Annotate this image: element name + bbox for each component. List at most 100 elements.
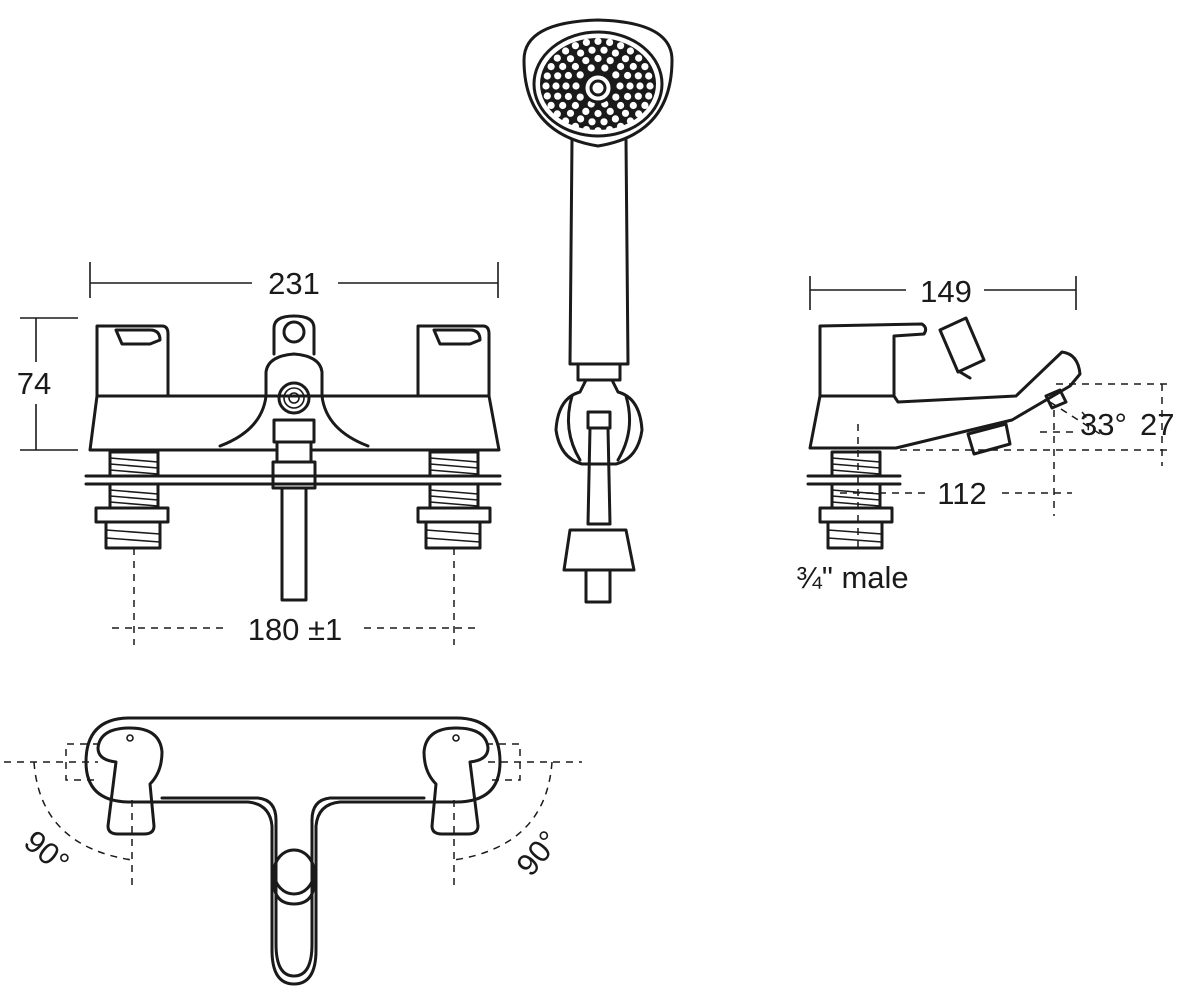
spray-nozzle — [553, 110, 561, 118]
depth-label: 149 — [920, 274, 972, 309]
dimension-spout-angle: 33° — [1040, 401, 1127, 442]
connection-size-label: ¾" male — [796, 560, 909, 595]
spray-nozzle — [606, 38, 614, 47]
handshower-and-holder — [522, 18, 674, 604]
spray-nozzle — [547, 101, 555, 109]
spray-nozzle — [554, 92, 562, 100]
spray-nozzle — [641, 63, 649, 71]
spray-nozzle — [562, 47, 570, 55]
spray-nozzle — [594, 127, 602, 135]
spray-nozzle — [606, 57, 614, 65]
spray-nozzle — [626, 47, 635, 55]
spray-nozzle — [612, 93, 620, 101]
spray-nozzle — [552, 82, 560, 90]
diverter-knob-plan — [272, 848, 316, 906]
spray-nozzle — [571, 62, 580, 71]
spray-nozzle — [641, 101, 649, 109]
spray-nozzle — [635, 54, 643, 62]
dimension-overall-width: 231 — [89, 262, 499, 301]
spray-nozzle — [582, 107, 590, 115]
spray-nozzle — [577, 115, 585, 123]
side-elevation-view: 149 33° — [796, 274, 1174, 595]
spray-nozzle — [588, 118, 596, 126]
spray-nozzle — [594, 109, 602, 118]
spray-nozzle — [576, 93, 584, 101]
spray-nozzle — [566, 55, 575, 63]
spray-nozzle — [582, 38, 591, 47]
right-threaded-tail — [416, 450, 492, 550]
side-mixer-body — [808, 316, 1082, 456]
front-elevation-view: 231 74 — [17, 262, 502, 647]
spray-nozzle — [624, 71, 632, 80]
spray-nozzle — [594, 37, 602, 45]
spray-nozzle — [645, 72, 653, 80]
spray-nozzle — [554, 72, 562, 80]
spray-nozzle — [626, 82, 634, 90]
spray-nozzle — [646, 82, 654, 90]
plan-view: 90° 90° — [4, 716, 582, 986]
dimension-spout-outlet-height: 27 — [900, 383, 1174, 466]
overall-width-label: 231 — [268, 266, 320, 301]
height-label: 74 — [17, 366, 51, 401]
spout-projection-label: 112 — [937, 476, 986, 511]
dimension-height: 74 — [17, 317, 78, 451]
spray-nozzle — [553, 54, 561, 62]
spray-nozzle — [601, 64, 609, 72]
right-lever-plan: 90° — [422, 726, 582, 888]
spray-nozzle — [624, 92, 632, 101]
right-lever-rotation-label: 90° — [509, 824, 566, 882]
dimension-depth: 149 — [809, 274, 1077, 310]
side-threaded-tail — [818, 450, 894, 550]
left-lever-plan: 90° — [4, 726, 164, 888]
spray-nozzle — [562, 82, 570, 90]
tap-centres-label: 180 ±1 — [248, 612, 343, 647]
spray-nozzle — [621, 109, 630, 117]
spout-outlet-height-label: 27 — [1140, 407, 1174, 442]
spray-nozzle — [617, 122, 625, 130]
spray-nozzle — [547, 63, 555, 71]
spray-nozzle — [587, 64, 595, 72]
spray-nozzle — [617, 101, 625, 110]
spray-nozzle — [617, 42, 625, 50]
spray-nozzle — [612, 71, 620, 79]
dimension-tap-centres: 180 ±1 — [112, 548, 476, 647]
spray-nozzle — [571, 101, 580, 110]
spray-nozzle — [582, 126, 591, 134]
spray-nozzle — [562, 117, 570, 125]
spray-nozzle — [626, 117, 635, 125]
spray-nozzles — [542, 37, 654, 135]
spray-nozzle — [543, 92, 551, 100]
spray-nozzle — [542, 82, 550, 90]
spray-nozzle — [572, 82, 580, 90]
spray-nozzle — [564, 92, 573, 101]
spray-nozzle — [559, 101, 567, 110]
spout-angle-label: 33° — [1080, 407, 1127, 442]
spray-nozzle — [606, 107, 614, 115]
spray-nozzle — [606, 126, 614, 134]
spray-nozzle — [617, 62, 625, 71]
spray-nozzle — [635, 110, 643, 118]
spray-nozzle — [559, 62, 567, 71]
spray-nozzle — [566, 109, 575, 117]
spray-nozzle — [571, 42, 580, 50]
spray-nozzle — [636, 82, 644, 90]
spray-nozzle — [564, 71, 573, 80]
left-threaded-tail — [94, 450, 170, 550]
spray-nozzle — [594, 54, 602, 63]
spray-nozzle — [543, 72, 551, 80]
left-lever-rotation-label: 90° — [18, 823, 76, 880]
spray-nozzle — [621, 55, 630, 63]
spray-nozzle — [629, 62, 637, 71]
spray-nozzle — [600, 118, 608, 126]
spray-nozzle — [634, 72, 642, 80]
dimension-spout-projection: 112 — [840, 410, 1072, 516]
spray-nozzle — [577, 49, 585, 57]
spray-nozzle — [611, 115, 620, 123]
spray-nozzle — [629, 101, 637, 110]
spray-nozzle — [576, 71, 584, 79]
spray-nozzle — [571, 122, 580, 130]
spray-nozzle — [611, 49, 620, 57]
spray-nozzle — [634, 92, 642, 100]
spray-nozzle — [616, 82, 624, 90]
